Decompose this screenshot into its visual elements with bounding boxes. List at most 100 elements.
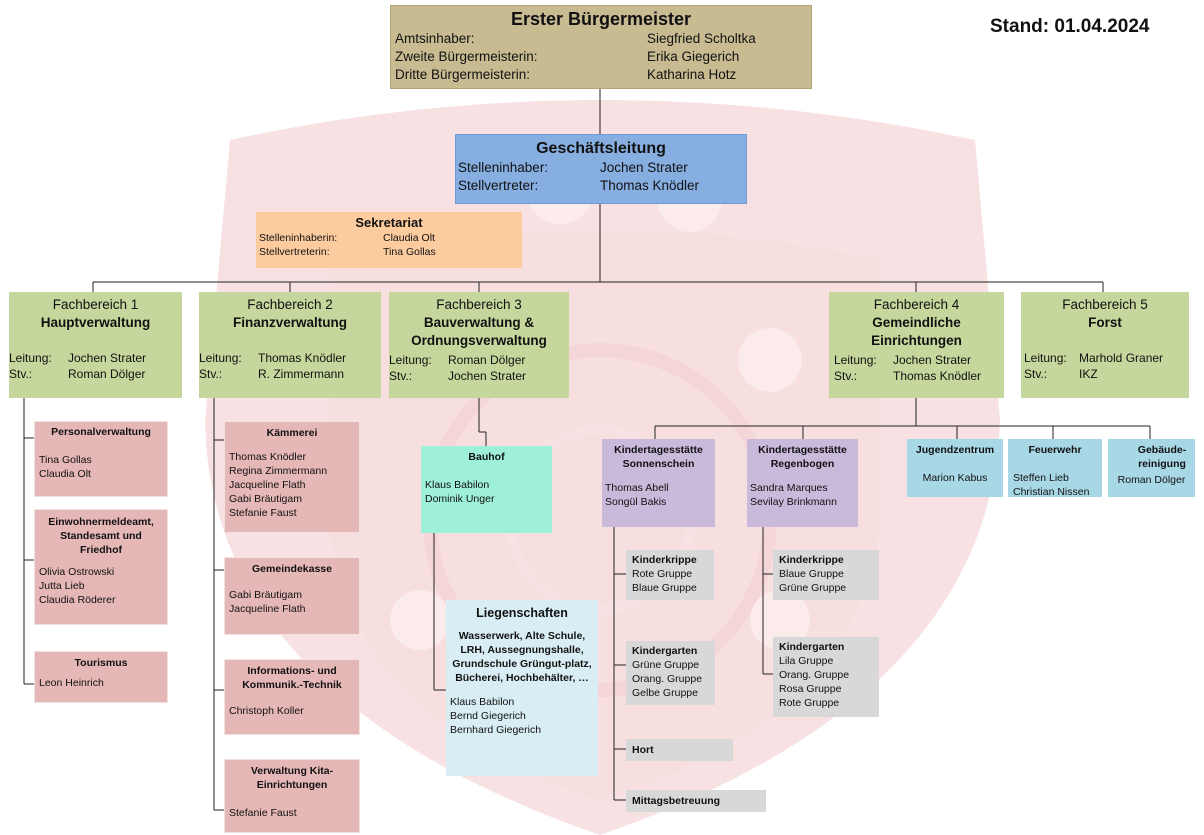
group-kinderkrippe-regenbogen: Kinderkrippe Blaue Gruppe Grüne Gruppe [773,550,879,600]
leitung-label: Leitung: [199,351,242,365]
fachbereich-2-box: Fachbereich 2 Finanzverwaltung Leitung: T… [199,292,381,398]
fachbereich-3-box: Fachbereich 3 Bauverwaltung & Ordnungsve… [389,292,569,398]
group-kindergarten-sonnenschein: Kindergarten Grüne Gruppe Orang. Gruppe … [626,641,715,705]
group-title: Mittagsbetreuung [632,795,721,807]
unit-title: Liegenschaften [476,606,568,620]
sekretariat-box: Sekretariat Stelleninhaberin:Claudia Olt… [256,212,522,268]
person-name: Katharina Hotz [647,67,737,82]
leitung-label: Leitung: [389,353,432,367]
person-name: Jochen Strater [600,160,688,175]
leitung-name: Jochen Strater [893,353,972,367]
group-name: Gelbe Gruppe [632,687,698,699]
group-title: Kindergarten [632,645,698,657]
stv-name: Roman Dölger [68,367,146,381]
unit-title: Informations- und Kommunik.-Technik [242,665,342,691]
person-name: Claudia Olt [383,232,435,244]
fachbereich-title: Finanzverwaltung [232,315,347,330]
unit-einwohnermeldeamt: Einwohnermeldeamt, Standesamt und Friedh… [34,509,168,625]
leitung-name: Thomas Knödler [258,351,347,365]
geschaeftsleitung-box: Geschäftsleitung Stelleninhaber:Jochen S… [455,134,747,204]
buergermeister-box: Erster Bürgermeister Amtsinhaber:Siegfri… [390,5,812,89]
person-name: Regina Zimmermann [229,465,328,477]
person-name: Christoph Koller [229,705,304,717]
leitung-label: Leitung: [1024,351,1067,365]
fachbereich-head: Fachbereich 2 [247,297,333,312]
buergermeister-row: Zweite Bürgermeisterin:Erika Giegerich [395,48,811,66]
person-name: Leon Heinrich [39,677,104,689]
person-name: Dominik Unger [425,493,495,505]
leitung-label: Leitung: [834,353,877,367]
person-name: Jutta Lieb [39,580,85,592]
stv-label: Stv.: [834,369,858,383]
group-name: Grüne Gruppe [779,582,847,594]
buergermeister-title: Erster Bürgermeister [510,9,692,29]
stand-date: Stand: 01.04.2024 [990,16,1150,37]
leitung-name: Roman Dölger [448,353,526,367]
group-name: Blaue Gruppe [632,582,697,594]
fachbereich-title: Forst [1088,315,1122,330]
fachbereich-title: Gemeindliche [872,315,961,330]
unit-title: Gebäude-reinigung [1137,444,1187,470]
person-name: Thomas Abell [605,482,669,494]
person-name: Tina Gollas [383,246,436,258]
person-name: Roman Dölger [1117,474,1186,486]
person-name: Klaus Babilon [425,479,490,491]
unit-feuerwehr: Feuerwehr Steffen Lieb Christian Nissen [1008,439,1102,498]
unit-title: Tourismus [74,657,128,669]
unit-title: Bauhof [468,451,505,463]
person-name: Olivia Ostrowski [39,566,115,578]
stv-label: Stv.: [389,369,413,383]
person-name: Bernhard Giegerich [450,724,542,736]
unit-title: Gemeindekasse [252,563,332,575]
unit-title: Kindertagesstätte Sonnenschein [614,444,703,470]
unit-tourismus: Tourismus Leon Heinrich [34,651,168,703]
group-kinderkrippe-sonnenschein: Kinderkrippe Rote Gruppe Blaue Gruppe [626,550,714,600]
unit-title: Einwohnermeldeamt, Standesamt und Friedh… [48,516,154,556]
person-name: Thomas Knödler [600,178,700,193]
unit-title: Feuerwehr [1028,444,1082,456]
person-name: Jacqueline Flath [229,603,306,615]
stv-name: IKZ [1079,367,1098,381]
stv-label: Stv.: [1024,367,1048,381]
stv-name: R. Zimmermann [258,367,345,381]
leitung-label: Leitung: [9,351,52,365]
unit-liegenschaften: Liegenschaften Wasserwerk, Alte Schule, … [446,600,598,776]
group-name: Rote Gruppe [632,568,693,580]
person-name: Stefanie Faust [229,507,297,519]
person-name: Gabi Bräutigam [229,589,302,601]
role-label: Stellvertreterin: [259,246,330,258]
unit-title: Verwaltung Kita-Einrichtungen [250,765,334,791]
person-name: Jacqueline Flath [229,479,306,491]
group-title: Hort [632,744,654,756]
fachbereich-head: Fachbereich 3 [436,297,522,312]
fachbereich-head: Fachbereich 1 [52,297,139,312]
group-name: Blaue Gruppe [779,568,844,580]
group-title: Kinderkrippe [779,554,844,566]
fachbereich-5-box: Fachbereich 5 Forst Leitung:Marhold Gran… [1021,292,1189,398]
unit-gebaeudereinigung: Gebäude-reinigung Roman Dölger [1108,439,1195,497]
sekretariat-title: Sekretariat [355,215,423,230]
group-name: Lila Gruppe [779,655,834,667]
person-name: Klaus Babilon [450,696,515,708]
stv-name: Jochen Strater [448,369,527,383]
fachbereich-head: Fachbereich 4 [873,297,960,312]
stv-name: Thomas Knödler [893,369,982,383]
unit-it: Informations- und Kommunik.-Technik Chri… [224,659,360,735]
unit-personalverwaltung: Personalverwaltung Tina Gollas Claudia O… [34,421,168,497]
unit-description: Wasserwerk, Alte Schule, LRH, Aussegnung… [452,630,592,684]
geschaeftsleitung-row: Stelleninhaber:Jochen Strater [458,159,746,177]
fachbereich-title: Bauverwaltung & [423,315,535,330]
person-name: Stefanie Faust [229,807,297,819]
person-name: Thomas Knödler [229,451,307,463]
person-name: Songül Bakis [605,496,667,508]
group-name: Orang. Gruppe [779,669,850,681]
person-name: Claudia Röderer [39,594,116,606]
role-label: Stellvertreter: [458,178,539,193]
unit-title: Personalverwaltung [51,426,151,438]
fachbereich-title: Hauptverwaltung [40,315,151,330]
person-name: Erika Giegerich [647,49,740,64]
unit-bauhof: Bauhof Klaus Babilon Dominik Unger [421,446,552,533]
leitung-name: Marhold Graner [1079,351,1164,365]
fachbereich-1-box: Fachbereich 1 Hauptverwaltung Leitung:Jo… [9,292,182,398]
